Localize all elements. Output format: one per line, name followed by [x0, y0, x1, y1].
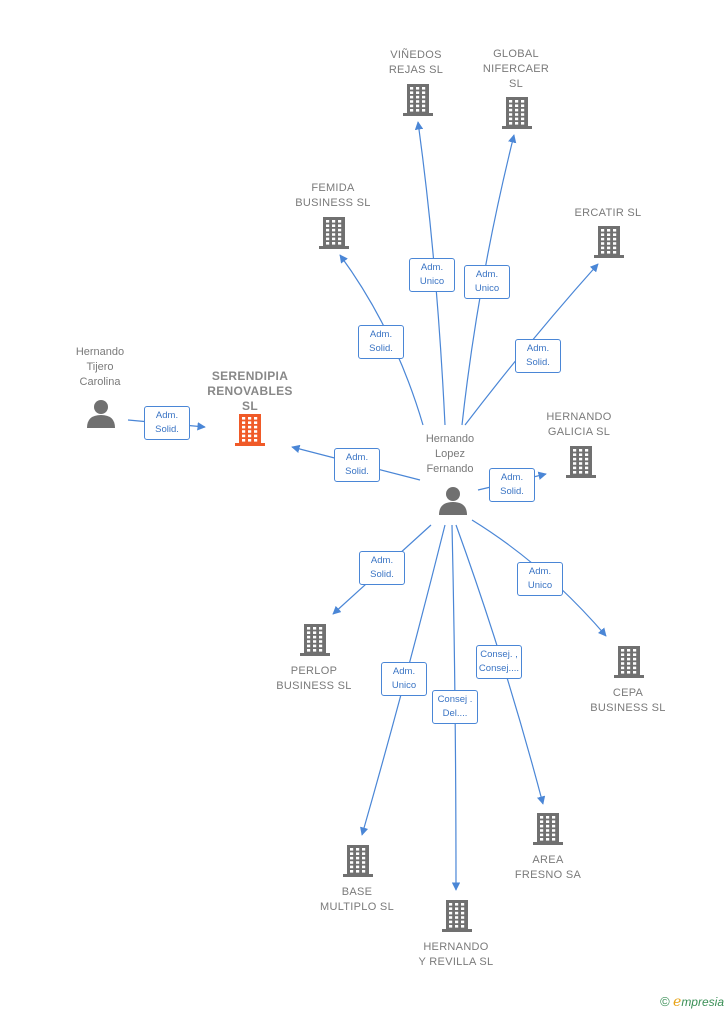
edge-label-lopez-to-cepa[interactable]: Adm. Unico [517, 562, 563, 596]
node-serendipia-icon[interactable] [235, 413, 265, 452]
node-global-icon[interactable] [502, 96, 532, 135]
brand-text: mpresia [681, 995, 724, 1009]
edge-label-lopez-to-femida[interactable]: Adm. Solid. [358, 325, 404, 359]
node-base-icon[interactable] [343, 844, 373, 883]
node-lopez-icon[interactable] [438, 485, 468, 520]
node-serendipia-label[interactable]: SERENDIPIA RENOVABLES SL [207, 369, 293, 413]
node-perlop-label[interactable]: PERLOP BUSINESS SL [276, 665, 352, 692]
node-lopez-label[interactable]: Hernando Lopez Fernando [425, 433, 475, 475]
node-galicia-icon[interactable] [566, 445, 596, 484]
node-vinedos-label[interactable]: VIÑEDOS REJAS SL [388, 49, 444, 76]
node-femida-icon[interactable] [319, 216, 349, 255]
tijero-person-icon [87, 400, 115, 428]
edge-label-lopez-to-galicia[interactable]: Adm. Solid. [489, 468, 535, 502]
copyright-symbol: © [660, 994, 670, 1009]
node-area-icon[interactable] [533, 812, 563, 851]
femida-building-icon [319, 217, 349, 249]
edge-label-lopez-to-revilla[interactable]: Consej . Del.... [432, 690, 478, 724]
edge-label-lopez-to-base[interactable]: Adm. Unico [381, 662, 427, 696]
ercatir-building-icon [594, 226, 624, 258]
brand-e: e [673, 994, 682, 1010]
node-revilla-label[interactable]: HERNANDO Y REVILLA SL [418, 941, 494, 968]
edge-label-lopez-to-perlop[interactable]: Adm. Solid. [359, 551, 405, 585]
base-building-icon [343, 845, 373, 877]
serendipia-building-icon [235, 414, 265, 446]
edge-label-lopez-to-serendipia[interactable]: Adm. Solid. [334, 448, 380, 482]
node-tijero-icon[interactable] [86, 398, 116, 433]
node-vinedos-icon[interactable] [403, 83, 433, 122]
vinedos-building-icon [403, 84, 433, 116]
node-ercatir-icon[interactable] [594, 225, 624, 264]
node-global-label[interactable]: GLOBAL NIFERCAER SL [482, 48, 550, 90]
brand-logo: © empresia [660, 994, 724, 1010]
node-cepa-icon[interactable] [614, 645, 644, 684]
global-building-icon [502, 97, 532, 129]
perlop-building-icon [300, 624, 330, 656]
galicia-building-icon [566, 446, 596, 478]
edge-label-lopez-to-ercatir[interactable]: Adm. Solid. [515, 339, 561, 373]
node-perlop-icon[interactable] [300, 623, 330, 662]
edge-label-tijero-to-serendipia[interactable]: Adm. Solid. [144, 406, 190, 440]
node-revilla-icon[interactable] [442, 899, 472, 938]
node-ercatir-label[interactable]: ERCATIR SL [574, 207, 642, 219]
area-building-icon [533, 813, 563, 845]
node-tijero-label[interactable]: Hernando Tijero Carolina [75, 346, 125, 388]
cepa-building-icon [614, 646, 644, 678]
edge-label-lopez-to-global[interactable]: Adm. Unico [464, 265, 510, 299]
node-area-label[interactable]: AREA FRESNO SA [514, 854, 582, 881]
node-galicia-label[interactable]: HERNANDO GALICIA SL [546, 411, 612, 438]
node-base-label[interactable]: BASE MULTIPLO SL [319, 886, 394, 913]
node-cepa-label[interactable]: CEPA BUSINESS SL [590, 687, 666, 714]
node-femida-label[interactable]: FEMIDA BUSINESS SL [295, 182, 371, 209]
edge-label-lopez-to-area[interactable]: Consej. , Consej.... [476, 645, 522, 679]
lopez-person-icon [439, 487, 467, 515]
edge-label-lopez-to-vinedos[interactable]: Adm. Unico [409, 258, 455, 292]
revilla-building-icon [442, 900, 472, 932]
